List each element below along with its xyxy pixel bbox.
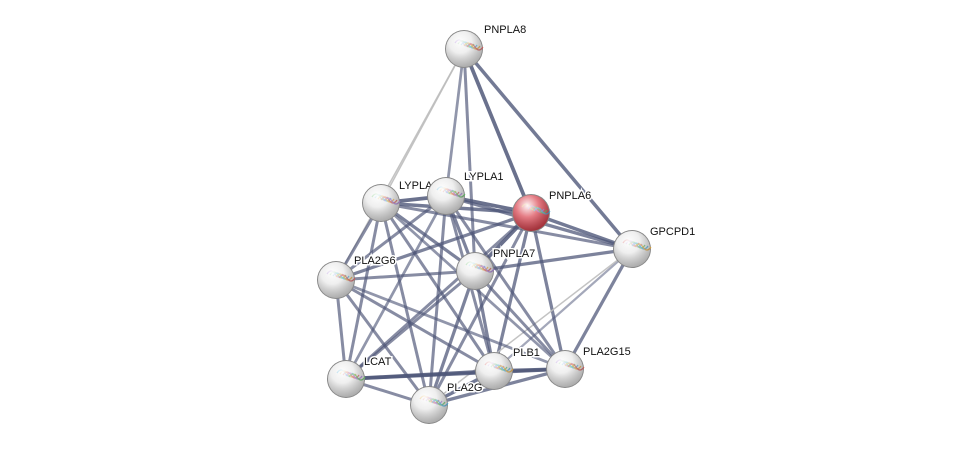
edge-lypla1-pla2g6[interactable] <box>335 194 447 282</box>
node-label-pla2g: PLA2G <box>447 382 482 394</box>
node-pnpla6[interactable] <box>512 194 551 232</box>
edge-gpcpd1-pla2g15[interactable] <box>563 248 634 370</box>
edge-pnpla8-lypla1[interactable] <box>444 48 466 197</box>
edge-pla2g6-pla2g15[interactable] <box>335 278 566 371</box>
node-gpcpd1[interactable] <box>613 230 652 268</box>
edge-pnpla7-lcat[interactable] <box>345 269 476 381</box>
node-label-pnpla8: PNPLA8 <box>484 24 526 36</box>
node-label-lypla2: LYPLA <box>399 180 433 192</box>
node-lypla1[interactable] <box>427 177 466 215</box>
node-label-gpcpd1: GPCPD1 <box>650 226 695 238</box>
edge-gpcpd1-lypla2[interactable] <box>380 201 633 251</box>
node-label-lcat: LCAT <box>364 356 392 368</box>
edge-pnpla7-pla2g[interactable] <box>427 270 477 406</box>
node-label-pnpla7: PNPLA7 <box>493 248 535 260</box>
edge-pnpla8-gpcpd1[interactable] <box>462 47 634 251</box>
node-label-pnpla6: PNPLA6 <box>549 190 591 202</box>
edge-pnpla7-pla2g15[interactable] <box>473 269 567 371</box>
node-pnpla8[interactable] <box>445 30 484 68</box>
edge-lypla1-lcat[interactable] <box>344 195 448 380</box>
edge-pnpla8-pnpla6[interactable] <box>462 48 533 214</box>
node-pnpla7[interactable] <box>456 252 495 290</box>
edge-lypla2-pnpla7[interactable] <box>380 201 476 273</box>
edge-lypla1-pla2g15[interactable] <box>444 195 567 370</box>
nodes-layer <box>317 30 652 424</box>
edge-pla2g6-pla2g[interactable] <box>334 279 431 406</box>
edge-gpcpd1-pnpla7[interactable] <box>474 247 633 273</box>
node-plb1[interactable] <box>475 352 514 390</box>
node-label-pla2g6: PLA2G6 <box>354 255 396 267</box>
edge-pnpla7-pla2g6[interactable] <box>335 269 476 282</box>
edge-pla2g6-plb1[interactable] <box>335 278 495 373</box>
node-pla2g[interactable] <box>410 386 449 424</box>
node-lypla2[interactable] <box>362 184 401 222</box>
node-lcat[interactable] <box>327 360 366 398</box>
node-label-plb1: PLB1 <box>513 347 540 359</box>
edge-gpcpd1-pla2g[interactable] <box>428 248 633 406</box>
node-pla2g15[interactable] <box>546 350 585 388</box>
node-label-pla2g15: PLA2G15 <box>583 346 631 358</box>
edge-pnpla6-pla2g15[interactable] <box>529 212 567 370</box>
node-label-lypla1: LYPLA1 <box>464 171 504 183</box>
node-pla2g6[interactable] <box>317 261 356 299</box>
edge-lypla2-pla2g[interactable] <box>379 202 431 406</box>
